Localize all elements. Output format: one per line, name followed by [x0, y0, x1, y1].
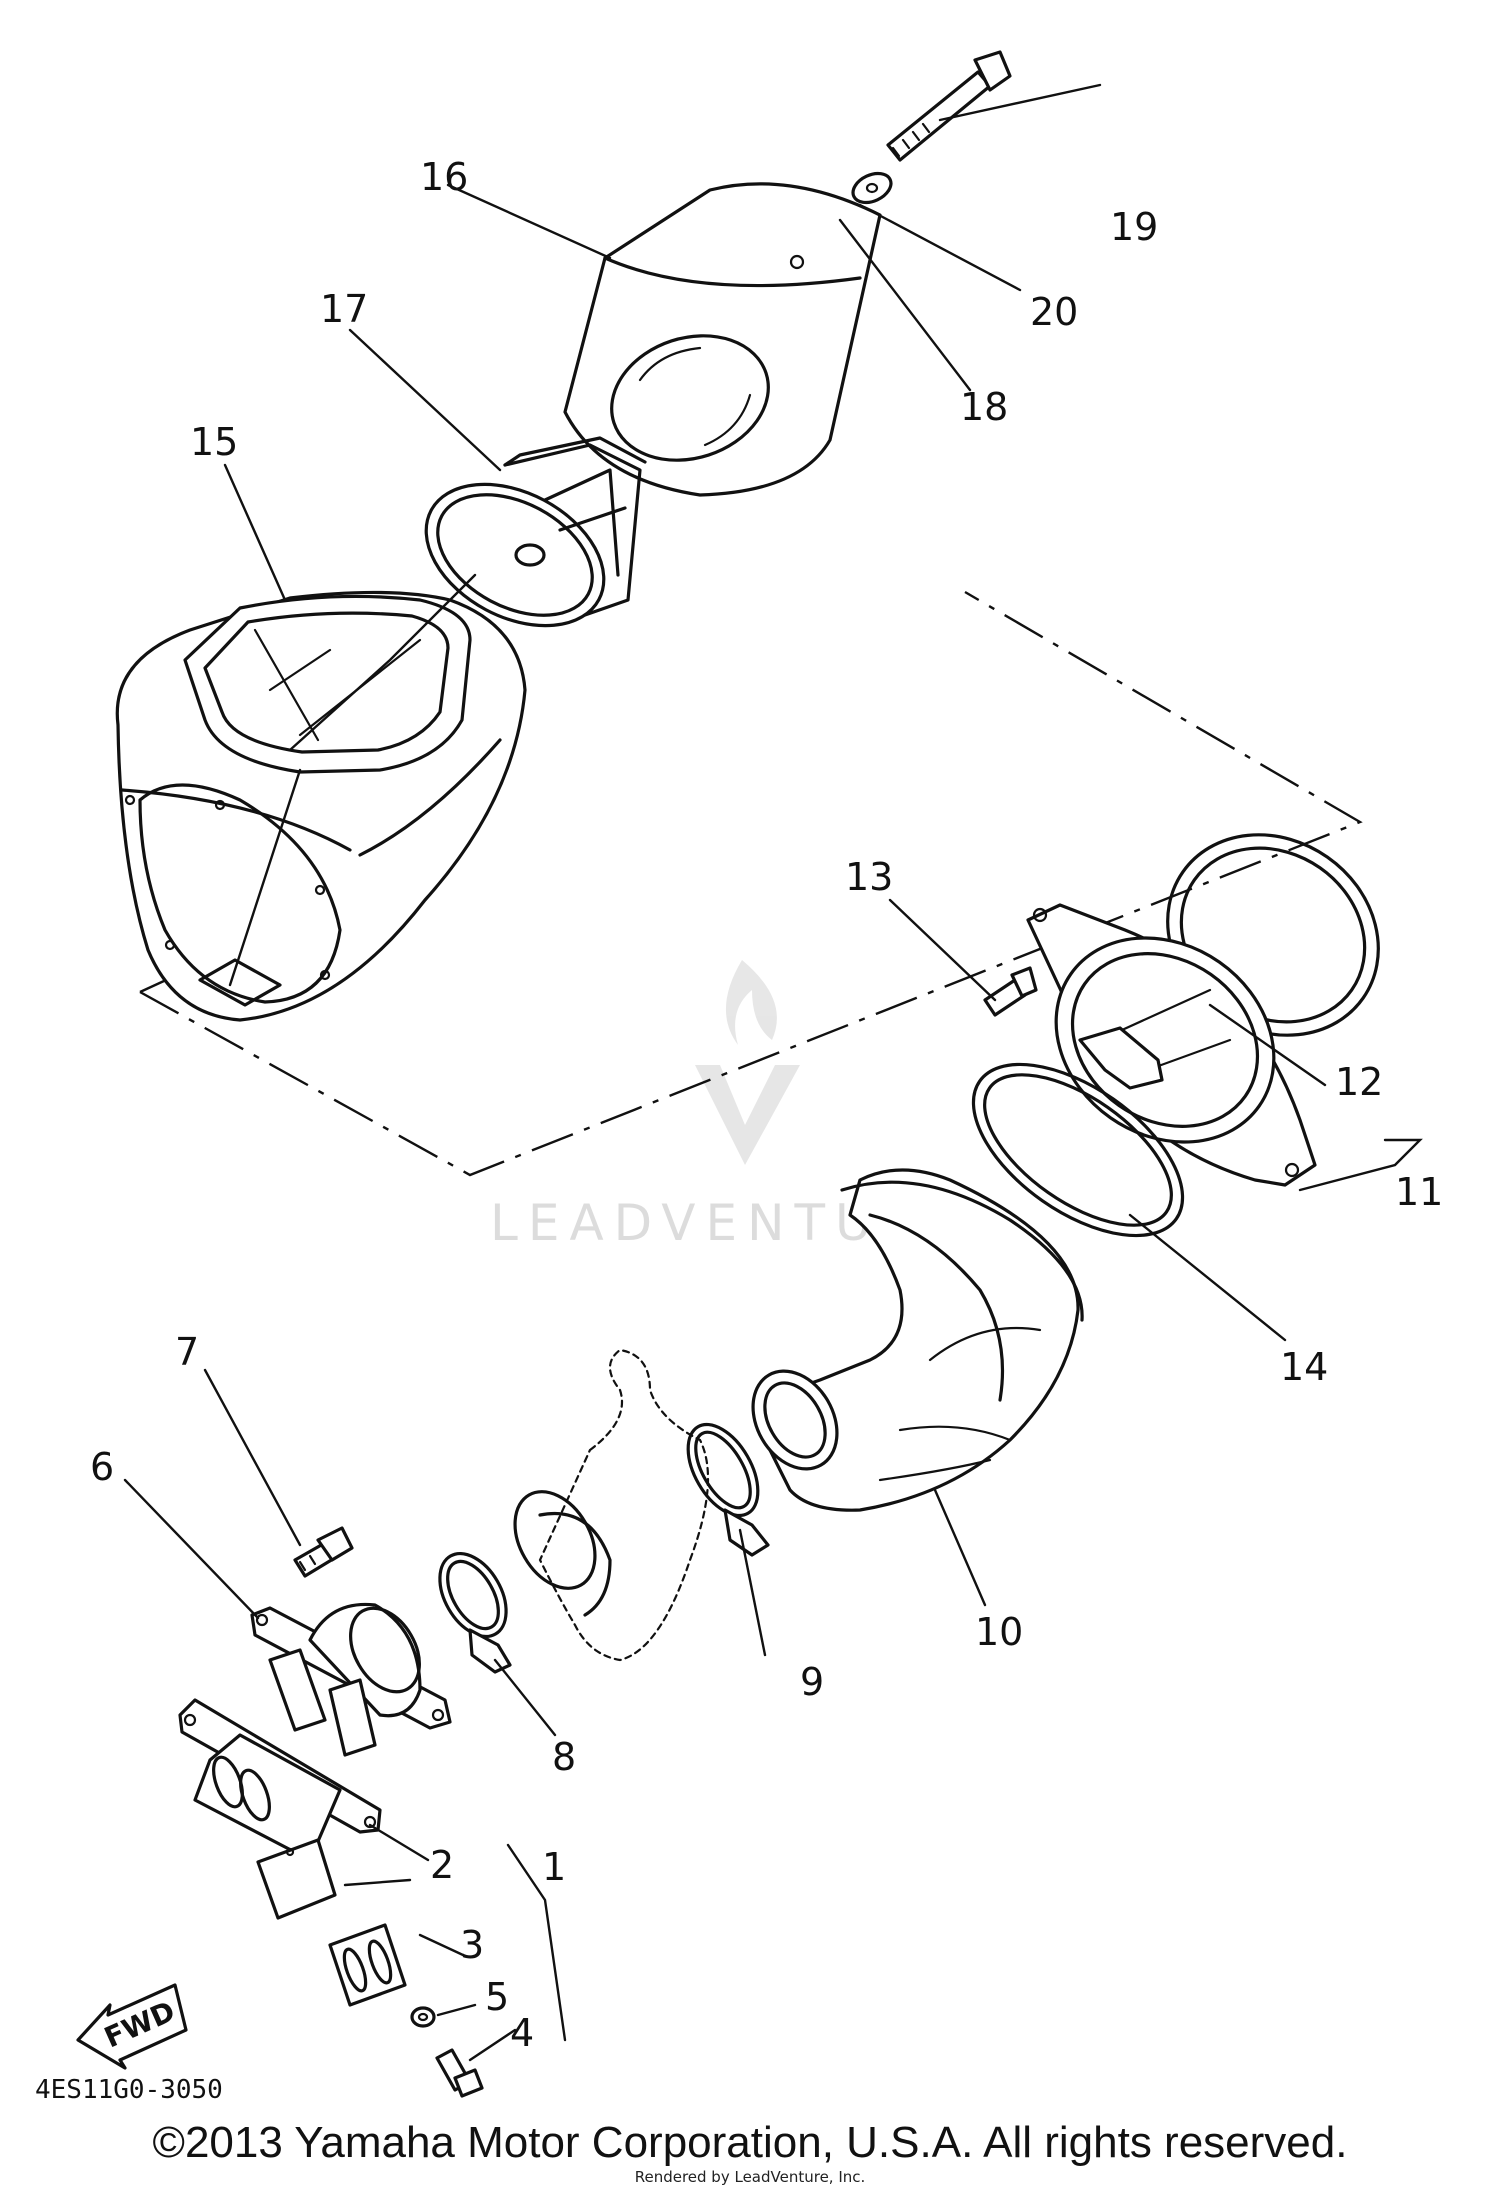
leader-lines	[123, 83, 1423, 2062]
callout-15: 15	[190, 420, 238, 464]
callout-13: 13	[845, 855, 893, 899]
part-9-hose-clamp	[686, 1422, 770, 1557]
callout-16: 16	[420, 155, 468, 199]
callout-10: 10	[975, 1610, 1023, 1654]
part-1-reed-valve-assembly	[178, 1698, 382, 1862]
callout-11: 11	[1395, 1170, 1443, 1214]
fwd-arrow: FWD	[76, 1983, 188, 2070]
part-3-stopper	[328, 1923, 407, 2007]
callout-14: 14	[1280, 1345, 1328, 1389]
part-11-joint-flange	[1026, 903, 1317, 1187]
part-16-filter-element	[563, 182, 882, 497]
part-6-manifold	[250, 1602, 452, 1757]
part-13-screw	[983, 966, 1038, 1017]
callout-19: 19	[1110, 205, 1158, 249]
part-5-washer	[410, 2006, 436, 2028]
callout-20: 20	[1030, 290, 1078, 334]
callout-18: 18	[960, 385, 1008, 429]
callout-17: 17	[320, 287, 368, 331]
callout-7: 7	[175, 1330, 199, 1374]
part-10-intake-boot	[751, 1168, 1084, 1512]
callout-4: 4	[510, 2011, 534, 2055]
rendered-by-notice: Rendered by LeadVenture, Inc.	[634, 2168, 866, 2186]
part-8-hose-clamp	[438, 1551, 512, 1674]
drawing-code: 4ES11G0-3050	[35, 2075, 223, 2105]
part-17-filter-cage	[424, 436, 647, 628]
part-2-reed-petal	[256, 1838, 337, 1920]
callout-2: 2	[430, 1843, 454, 1887]
part-15-air-box	[115, 590, 527, 1022]
carburetor-reference	[513, 1348, 710, 1662]
part-4-screw	[435, 2048, 484, 2098]
part-7-bolt	[293, 1526, 354, 1578]
callout-8: 8	[552, 1735, 576, 1779]
callout-1: 1	[542, 1845, 566, 1889]
copyright-notice: ©2013 Yamaha Motor Corporation, U.S.A. A…	[152, 2118, 1348, 2167]
part-19-bolt	[886, 50, 1012, 162]
callout-12: 12	[1335, 1060, 1383, 1104]
part-14-hose-band	[971, 1026, 1185, 1238]
callout-5: 5	[485, 1975, 509, 2019]
part-20-washer	[851, 171, 893, 205]
callout-9: 9	[800, 1660, 824, 1704]
callout-3: 3	[460, 1923, 484, 1967]
callout-6: 6	[90, 1445, 114, 1489]
